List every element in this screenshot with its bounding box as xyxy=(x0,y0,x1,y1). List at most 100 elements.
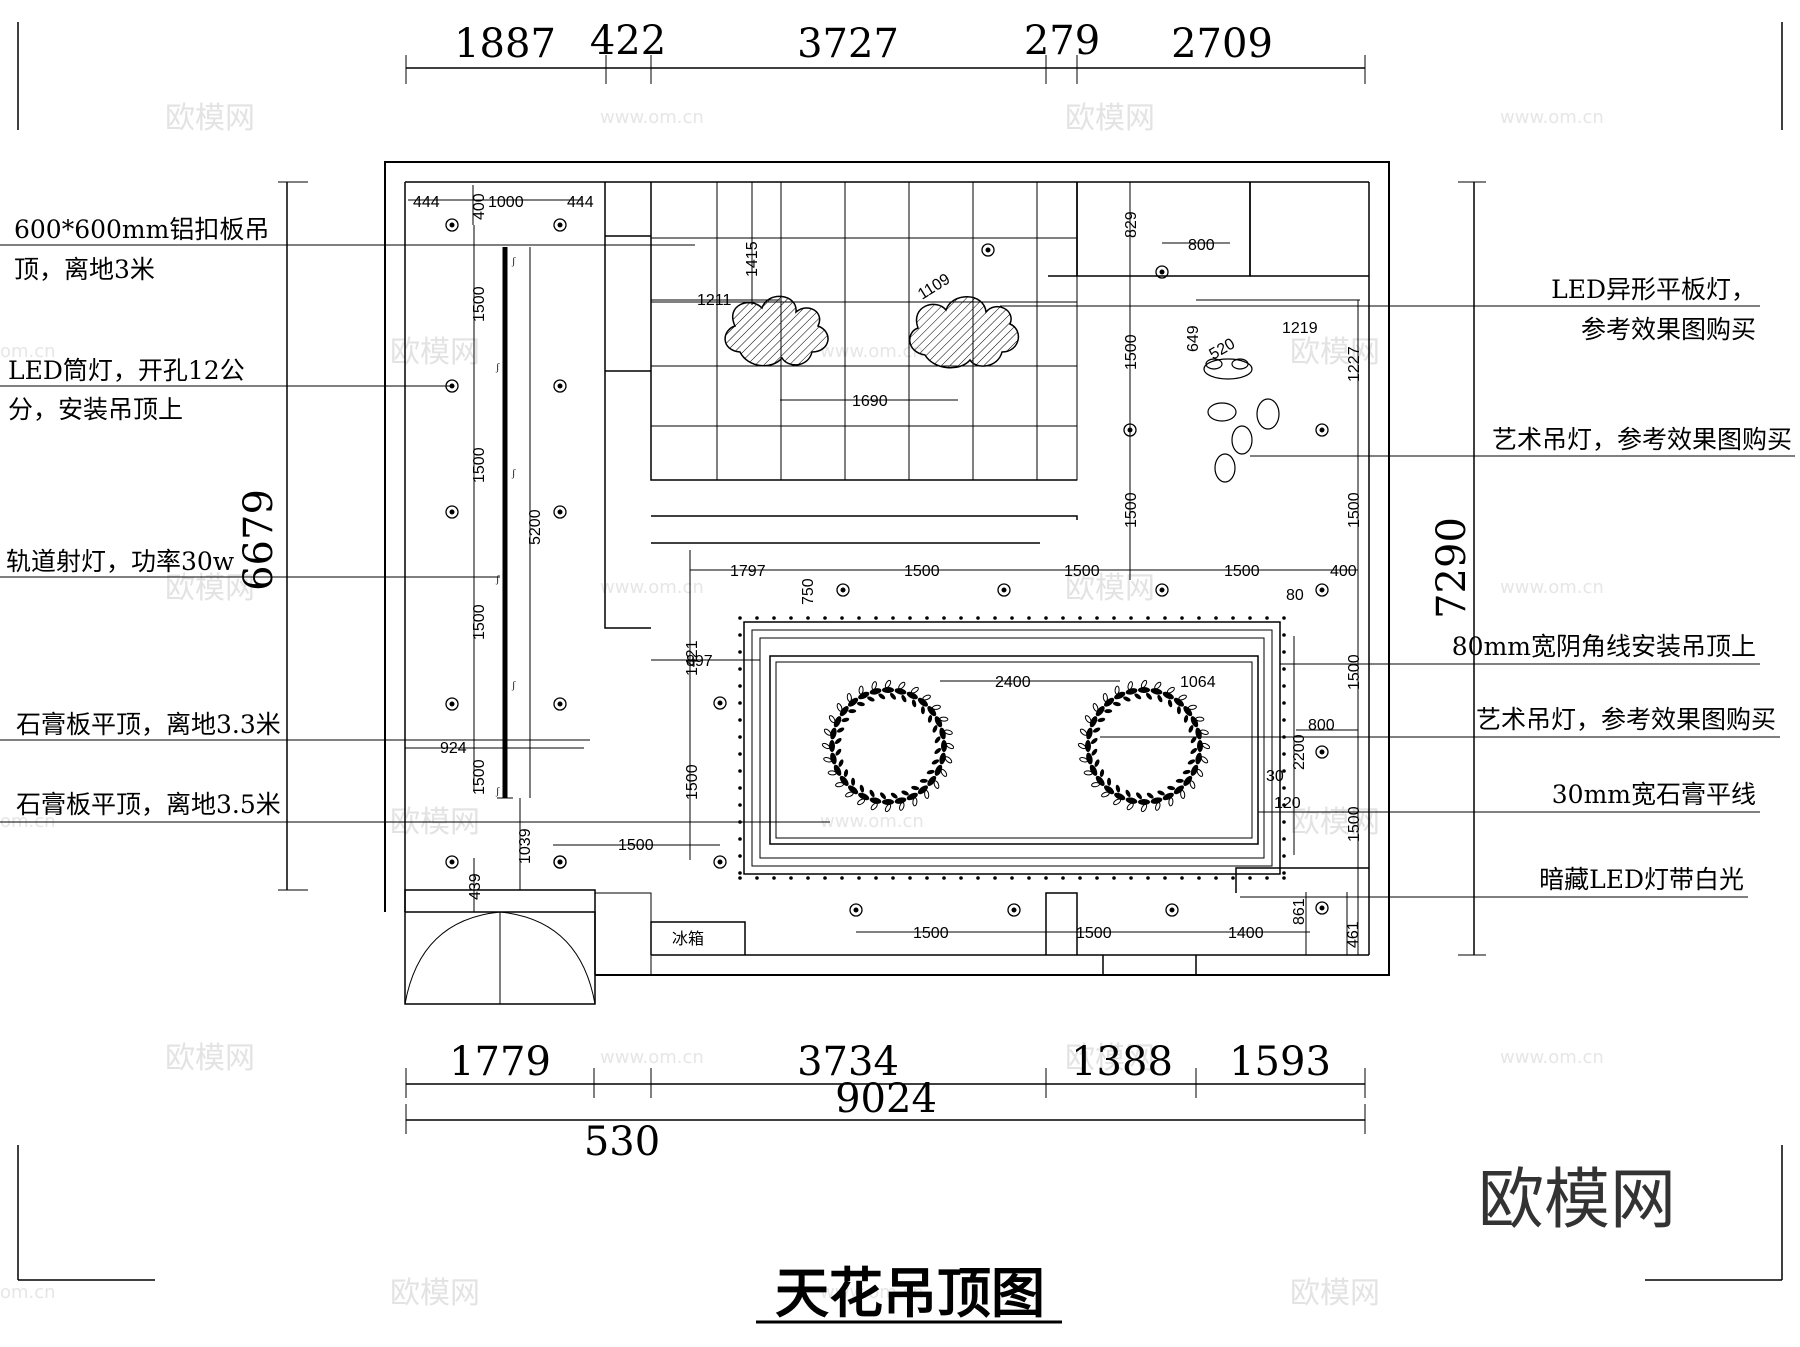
led-strip-dot xyxy=(1061,876,1065,880)
dim-inner: 444 xyxy=(413,194,440,211)
track-spot-glyph: ʃ xyxy=(511,468,516,479)
led-strip-dot xyxy=(823,616,827,620)
downlight-icon xyxy=(1315,901,1329,915)
led-strip-dot xyxy=(1282,871,1286,875)
led-strip-dot xyxy=(1282,633,1286,637)
dim-bottom-3: 1388 xyxy=(1071,1039,1173,1085)
watermark: 欧模网 xyxy=(165,101,255,136)
watermark-edge: om.cn xyxy=(0,341,56,362)
led-strip-dot xyxy=(1282,803,1286,807)
led-strip-dot xyxy=(1129,876,1133,880)
dim-inner: 444 xyxy=(567,194,594,211)
downlight-icon xyxy=(836,583,850,597)
led-strip-dot xyxy=(1180,876,1184,880)
led-strip-dot xyxy=(1214,876,1218,880)
led-strip-dot xyxy=(1214,616,1218,620)
watermark-url: www.om.cn xyxy=(600,577,704,598)
downlight-icon xyxy=(713,855,727,869)
led-strip-dot xyxy=(738,752,742,756)
led-strip-dot xyxy=(1282,876,1286,880)
led-strip-dot xyxy=(1282,684,1286,688)
led-strip-dot xyxy=(1044,876,1048,880)
note-led-strip: 暗藏LED灯带白光 xyxy=(1539,865,1744,894)
dim-inner: 2400 xyxy=(995,674,1031,691)
led-strip-dot xyxy=(1180,616,1184,620)
dim-right-height: 7290 xyxy=(1429,517,1475,619)
led-panel-light xyxy=(909,296,1020,369)
led-strip-dot xyxy=(1282,786,1286,790)
dim-inner: 30 xyxy=(1266,768,1284,785)
dim-bottom-1: 1779 xyxy=(449,1039,551,1085)
watermark: 欧模网 xyxy=(390,1276,480,1311)
led-strip-dot xyxy=(1197,616,1201,620)
note-track-spotlight: 轨道射灯，功率30w xyxy=(6,547,235,576)
led-strip-dot xyxy=(1265,616,1269,620)
dim-left-height: 6679 xyxy=(236,489,282,591)
track-spot-glyph: ʃ xyxy=(495,786,500,797)
dim-inner: 829 xyxy=(1123,211,1140,238)
dim-inner: 1500 xyxy=(1123,492,1140,528)
led-strip-dot xyxy=(738,684,742,688)
dim-inner: 1500 xyxy=(1346,654,1363,690)
led-strip-dot xyxy=(1248,876,1252,880)
right-height-dimension: 7290 xyxy=(1429,181,1486,956)
led-strip-dot xyxy=(1282,820,1286,824)
led-strip-dot xyxy=(755,876,759,880)
dim-inner: 1109 xyxy=(915,271,953,304)
dim-inner: 1690 xyxy=(852,393,888,410)
watermark: 欧模网 xyxy=(1065,571,1155,606)
led-strip-dot xyxy=(1282,667,1286,671)
art-pendant-small xyxy=(1203,358,1280,483)
dim-inner: 400 xyxy=(471,193,488,220)
led-strip-dot xyxy=(738,854,742,858)
dim-inner: 1227 xyxy=(1346,346,1363,382)
led-strip-dot xyxy=(1010,876,1014,880)
dim-inner: 439 xyxy=(467,873,484,900)
watermark: 欧模网 xyxy=(1065,1041,1155,1076)
led-strip-dot xyxy=(1112,616,1116,620)
led-strip-dot xyxy=(1282,769,1286,773)
led-strip-dot xyxy=(1027,876,1031,880)
watermark: 欧模网 xyxy=(1290,805,1380,840)
entrance-door xyxy=(404,892,652,1005)
note-led-downlight: LED筒灯，开孔12公 xyxy=(8,356,245,385)
note-aluminium-ceiling: 600*600mm铝扣板吊 xyxy=(14,215,269,244)
notes-left: 600*600mm铝扣板吊 顶，离地3米 LED筒灯，开孔12公 分，安装吊顶上… xyxy=(6,215,281,819)
led-strip-dot xyxy=(1095,616,1099,620)
led-strip-dot xyxy=(976,616,980,620)
dim-bottom-4: 1593 xyxy=(1229,1039,1331,1085)
led-strip-dot xyxy=(1163,616,1167,620)
dim-inner: 461 xyxy=(1345,921,1362,948)
led-strip-dot xyxy=(1282,701,1286,705)
led-strip-dot xyxy=(772,876,776,880)
dim-bottom-total: 9024 xyxy=(835,1076,937,1122)
downlight-icon xyxy=(445,855,459,869)
dim-inner: 800 xyxy=(1308,717,1335,734)
led-strip-dot xyxy=(959,616,963,620)
led-strip-dot xyxy=(1146,616,1150,620)
led-strip-dot xyxy=(806,876,810,880)
watermark-url: www.om.cn xyxy=(820,1282,924,1303)
watermark: 欧模网 xyxy=(1290,335,1380,370)
watermark-url: www.om.cn xyxy=(820,341,924,362)
track-light: ʃ ʃ ʃ ʃ ʃ ʃ xyxy=(495,247,516,799)
dim-inner: 1219 xyxy=(1282,320,1318,337)
led-strip-dot xyxy=(823,876,827,880)
inner-dimension-lines xyxy=(405,182,1360,955)
note-led-downlight-2: 分，安装吊顶上 xyxy=(8,395,183,424)
led-strip-dot xyxy=(1282,854,1286,858)
downlight-icon xyxy=(1155,265,1169,279)
led-strip-dot xyxy=(840,876,844,880)
dim-inner: 1415 xyxy=(744,241,761,277)
watermark-url: www.om.cn xyxy=(1500,577,1604,598)
led-strip-dot xyxy=(993,616,997,620)
led-strip-dot xyxy=(1010,616,1014,620)
downlight-icon xyxy=(445,697,459,711)
led-strip-dot xyxy=(1282,837,1286,841)
dim-inner: 1500 xyxy=(1346,806,1363,842)
top-dimension-chain: 1887 422 3727 279 2709 xyxy=(405,18,1366,84)
note-gypsum-3-5: 石膏板平顶，离地3.5米 xyxy=(16,790,281,819)
dim-inner: 1500 xyxy=(904,563,940,580)
led-strip-dot xyxy=(1163,876,1167,880)
led-strip-dot xyxy=(1282,616,1286,620)
